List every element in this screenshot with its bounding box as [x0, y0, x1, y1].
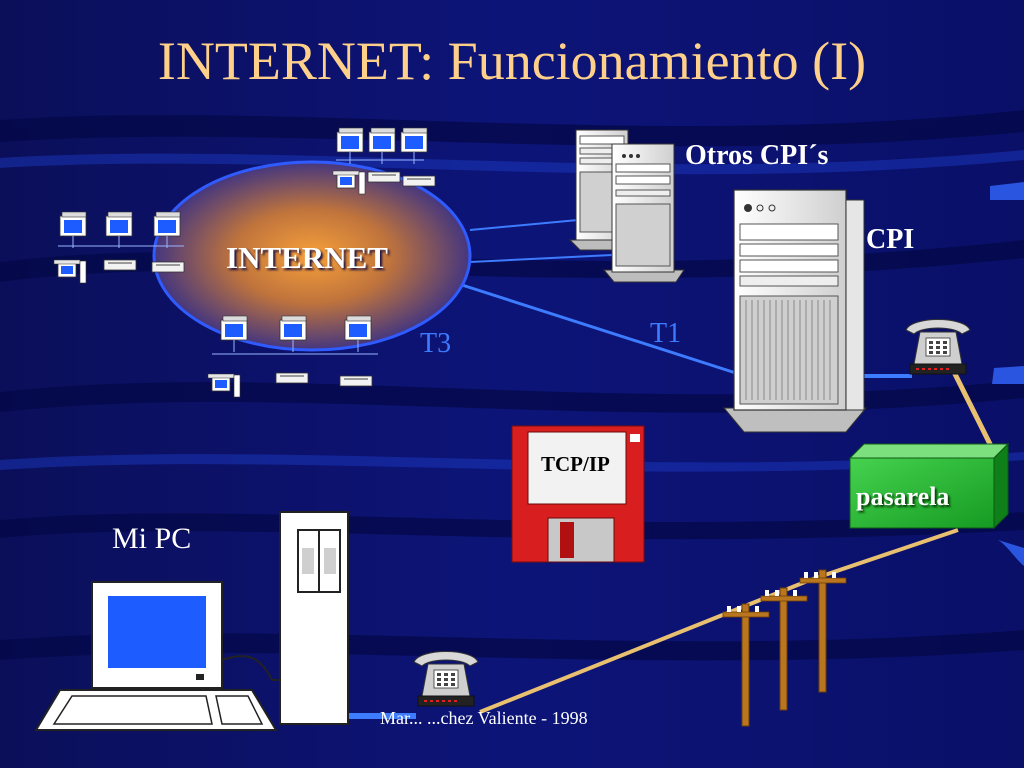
- label-otros-cpis: Otros CPI´s: [685, 140, 829, 171]
- label-internet: INTERNET: [226, 240, 388, 275]
- lan-left: [53, 211, 185, 284]
- slide-title: INTERNET: Funcionamiento (I): [157, 31, 867, 91]
- floppy-disk-icon: [511, 425, 645, 563]
- utility-poles: [722, 569, 847, 727]
- lan-top: [332, 127, 436, 195]
- label-cpi: CPI: [866, 224, 915, 255]
- lan-bottom: [207, 315, 378, 398]
- footer-credit: Mar... ...chez Valiente - 1998: [380, 708, 588, 728]
- link-otros-cpi-1: [469, 219, 579, 231]
- server-otros-cpi-front: [602, 143, 685, 283]
- label-mi-pc: Mi PC: [112, 522, 192, 555]
- label-tcp-ip: TCP/IP: [541, 452, 610, 476]
- label-t3: T3: [420, 328, 452, 359]
- label-pasarela: pasarela: [856, 482, 950, 511]
- phone-pc-icon: [413, 651, 479, 707]
- cable-phone-pasarela: [951, 370, 997, 454]
- server-cpi: [722, 189, 868, 433]
- link-otros-cpi-2: [469, 254, 613, 263]
- pasarela-box: [848, 442, 1010, 530]
- label-t1: T1: [650, 318, 682, 349]
- cable-pasarela-poles: [809, 528, 959, 582]
- mi-pc-computer: [34, 511, 349, 731]
- link-t1: [461, 283, 743, 377]
- phone-cpi-icon: [905, 319, 971, 375]
- cable-poles-pc: [479, 578, 811, 714]
- internet-cloud: [152, 160, 472, 352]
